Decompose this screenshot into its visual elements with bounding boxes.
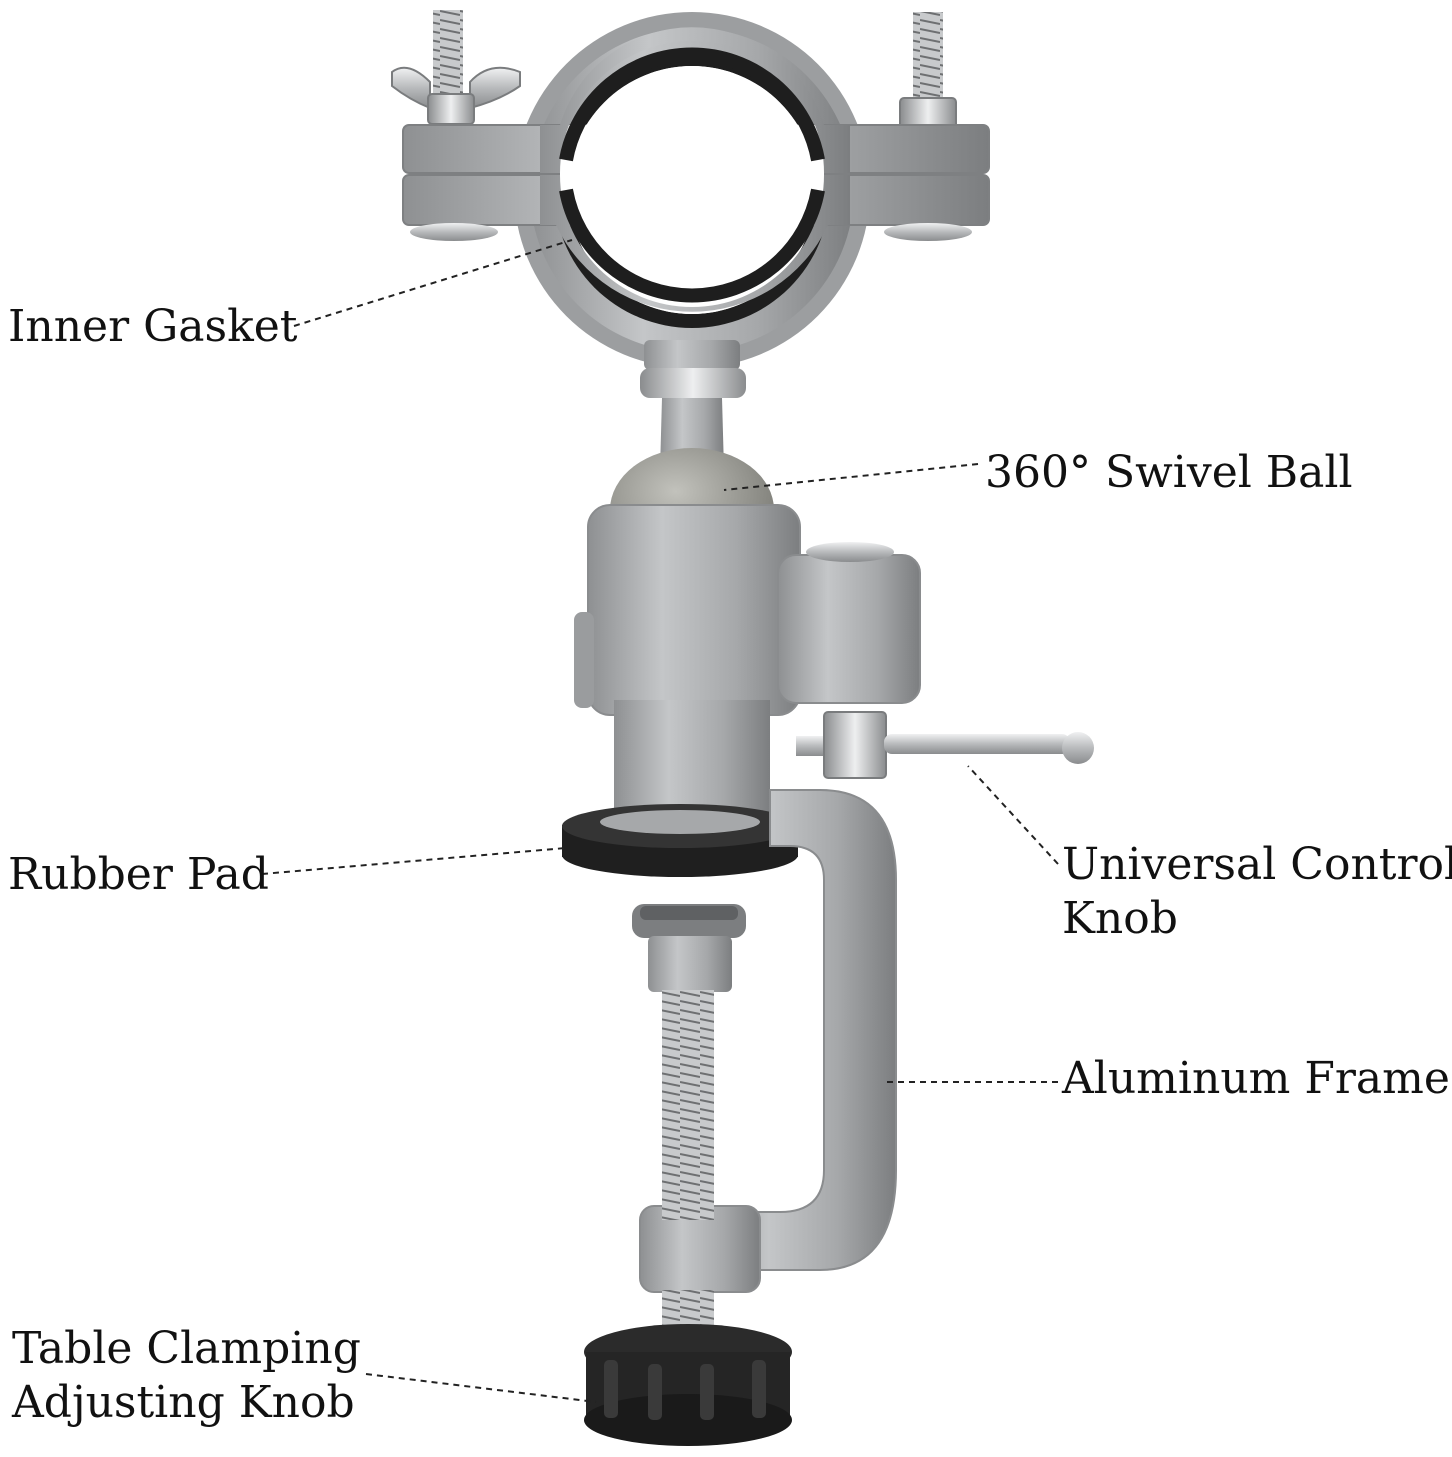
label-table-clamping-knob-line2: Adjusting Knob bbox=[12, 1377, 355, 1428]
tool-holder-ring bbox=[391, 10, 990, 368]
leader-lines bbox=[261, 239, 1059, 1403]
label-aluminum-frame: Aluminum Frame bbox=[1062, 1053, 1450, 1104]
label-rubber-pad: Rubber Pad bbox=[8, 849, 269, 900]
leader-rubber-pad bbox=[261, 847, 567, 875]
label-swivel-ball: 360° Swivel Ball bbox=[985, 447, 1353, 498]
head-body bbox=[574, 504, 921, 830]
label-table-clamping-knob-line1: Table Clamping bbox=[12, 1323, 361, 1374]
leader-control-knob bbox=[967, 765, 1059, 865]
label-table-clamping-knob: Table Clamping Adjusting Knob bbox=[12, 1322, 361, 1430]
label-universal-control-knob-line2: Knob bbox=[1062, 893, 1178, 944]
table-clamping-knob-shape bbox=[584, 1324, 792, 1446]
leader-swivel-ball bbox=[723, 463, 979, 491]
label-universal-control-knob-line1: Universal Control bbox=[1062, 839, 1452, 890]
aluminum-frame-shape bbox=[639, 789, 897, 1293]
rubber-pad-shape bbox=[562, 804, 798, 877]
label-universal-control-knob: Universal Control Knob bbox=[1062, 838, 1452, 946]
universal-control-knob-shape bbox=[796, 711, 1094, 779]
leader-clamp-knob bbox=[365, 1373, 597, 1403]
label-inner-gasket: Inner Gasket bbox=[8, 301, 298, 352]
leader-inner-gasket bbox=[293, 239, 573, 327]
